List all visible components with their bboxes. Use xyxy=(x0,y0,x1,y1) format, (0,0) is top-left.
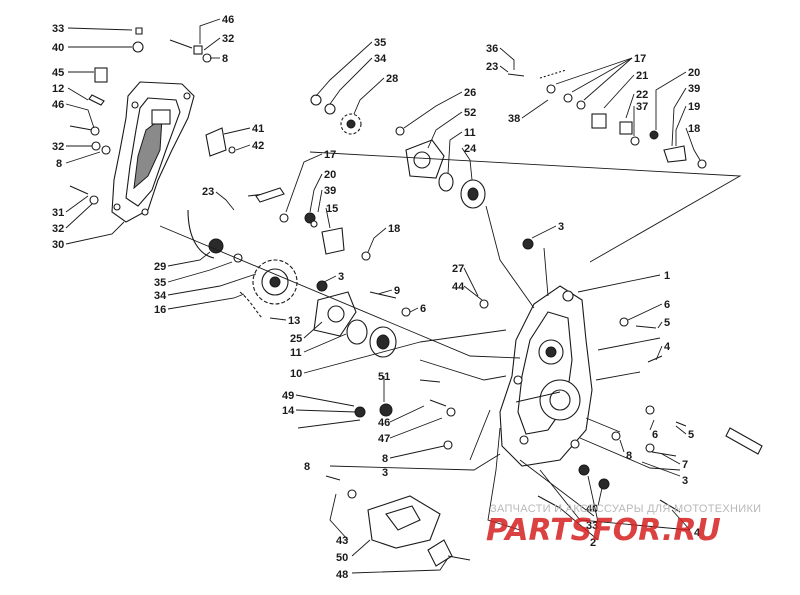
callout-34-top: 34 xyxy=(374,53,387,65)
callout-26: 26 xyxy=(464,87,476,99)
callout-41: 41 xyxy=(252,123,264,135)
callout-4-right: 4 xyxy=(664,341,671,353)
leader-lines xyxy=(65,18,701,574)
callout-11-left: 11 xyxy=(290,347,302,359)
callout-33: 33 xyxy=(52,23,64,35)
callout-19: 19 xyxy=(688,101,700,113)
callout-6-right: 6 xyxy=(664,299,670,311)
parts-drawing xyxy=(69,27,763,567)
callout-31: 31 xyxy=(52,207,64,219)
callout-5-lower: 5 xyxy=(688,429,694,441)
callout-9: 9 xyxy=(394,285,400,297)
chaincase-housing-1 xyxy=(499,285,593,467)
callout-16: 16 xyxy=(154,304,166,316)
callout-11-upper: 11 xyxy=(464,127,476,139)
callout-8-bottom: 8 xyxy=(304,461,310,473)
callout-14: 14 xyxy=(282,405,295,417)
callout-27: 27 xyxy=(452,263,464,275)
callout-32: 32 xyxy=(52,141,64,153)
callout-6-lower: 6 xyxy=(652,429,658,441)
bearing-group-upper xyxy=(395,126,486,209)
bearing-group-left xyxy=(313,280,411,358)
callout-40-lower: 40 xyxy=(586,503,598,515)
callout-46-lower: 46 xyxy=(378,417,390,429)
watermark-logo: PARTSFOR.RU xyxy=(486,513,721,548)
callout-10: 10 xyxy=(290,368,302,380)
callout-44: 44 xyxy=(452,281,465,293)
callout-30: 30 xyxy=(52,239,64,251)
callout-45: 45 xyxy=(52,67,64,79)
callout-47: 47 xyxy=(378,433,390,445)
callout-5-right: 5 xyxy=(664,317,670,329)
linkage-top-right xyxy=(507,69,707,169)
callout-12: 12 xyxy=(52,83,64,95)
callout-1: 1 xyxy=(664,270,670,282)
callout-40: 40 xyxy=(52,42,64,54)
callout-43: 43 xyxy=(336,535,348,547)
callout-15: 15 xyxy=(326,203,338,215)
callout-33-lower: 33 xyxy=(586,520,598,532)
callout-17-top: 17 xyxy=(634,53,646,65)
callout-49: 49 xyxy=(282,390,294,402)
callout-20-mid: 20 xyxy=(324,169,336,181)
assembly-guidelines xyxy=(159,151,742,531)
callout-17-mid: 17 xyxy=(324,149,336,161)
callout-34-left: 34 xyxy=(154,290,167,302)
callout-20-top: 20 xyxy=(688,67,700,79)
callout-28: 28 xyxy=(386,73,398,85)
callout-18-top: 18 xyxy=(688,123,700,135)
callout-8-top: 8 xyxy=(222,53,228,65)
callout-46: 46 xyxy=(52,99,64,111)
callout-35-left: 35 xyxy=(154,277,166,289)
callout-37: 37 xyxy=(636,101,648,113)
callout-24: 24 xyxy=(464,143,477,155)
right-hardware xyxy=(297,238,763,513)
callout-4-lower: 4 xyxy=(694,527,701,539)
callout-39-top: 39 xyxy=(688,83,700,95)
callout-8-lower: 8 xyxy=(382,453,388,465)
callout-3-upper: 3 xyxy=(558,221,564,233)
callout-51: 51 xyxy=(378,371,390,383)
watermark-caption: ЗАПЧАСТИ И АКСЕССУАРЫ ДЛЯ МОТОТЕХНИКИ xyxy=(490,503,761,515)
callout-39-mid: 39 xyxy=(324,185,336,197)
callout-13: 13 xyxy=(288,315,300,327)
callout-18-mid: 18 xyxy=(388,223,400,235)
callout-6-mid: 6 xyxy=(420,303,426,315)
callout-labels: 33 40 45 12 46 32 8 31 32 30 46 32 8 41 … xyxy=(52,14,701,581)
callout-32-lower: 32 xyxy=(52,223,64,235)
callout-2: 2 xyxy=(590,537,596,549)
sprocket-28 xyxy=(310,94,362,135)
callout-23-left: 23 xyxy=(202,186,214,198)
callout-8: 8 xyxy=(56,158,62,170)
callout-29: 29 xyxy=(154,261,166,273)
callout-35-top: 35 xyxy=(374,37,386,49)
callout-3-right: 3 xyxy=(682,475,688,487)
callout-3-mid: 3 xyxy=(338,271,344,283)
callout-38: 38 xyxy=(508,113,520,125)
caliper-assembly-50 xyxy=(325,475,471,567)
callout-8-right: 8 xyxy=(626,450,632,462)
callout-25: 25 xyxy=(290,333,302,345)
tensioner-15 xyxy=(279,212,371,261)
sprocket-13 xyxy=(252,259,298,305)
callout-46-top: 46 xyxy=(222,14,234,26)
callout-21: 21 xyxy=(636,70,648,82)
callout-52: 52 xyxy=(464,107,476,119)
chaincase-cover-30 xyxy=(111,81,195,223)
callout-7: 7 xyxy=(682,459,688,471)
callout-32-top: 32 xyxy=(222,33,234,45)
callout-22: 22 xyxy=(636,89,648,101)
left-hardware xyxy=(69,27,236,205)
callout-48: 48 xyxy=(336,569,348,581)
callout-42: 42 xyxy=(252,140,264,152)
callout-50: 50 xyxy=(336,552,348,564)
callout-3-lower: 3 xyxy=(382,467,388,479)
callout-23-top: 23 xyxy=(486,61,498,73)
watermark: ЗАПЧАСТИ И АКСЕССУАРЫ ДЛЯ МОТОТЕХНИКИ PA… xyxy=(486,503,761,548)
callout-36: 36 xyxy=(486,43,498,55)
